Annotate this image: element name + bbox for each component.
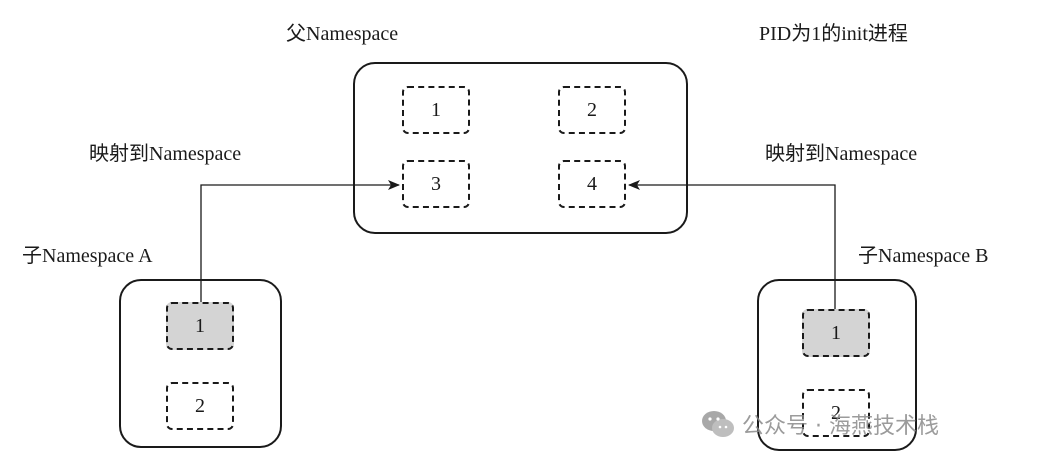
- mapping-label-right: 映射到Namespace: [765, 143, 918, 165]
- child-a-pid-1-init: 1: [166, 302, 234, 350]
- wechat-icon: [700, 409, 736, 439]
- arrow-child-b-to-parent-pid-4: [628, 180, 836, 309]
- parent-namespace-label: 父Namespace: [286, 23, 399, 45]
- child-a-pid-2: 2: [166, 382, 234, 430]
- init-process-note: PID为1的init进程: [759, 23, 908, 45]
- arrow-child-a-to-parent-pid-3: [200, 180, 400, 302]
- parent-pid-1: 1: [402, 86, 470, 134]
- child-b-pid-1-init: 1: [802, 309, 870, 357]
- watermark: 公众号 · 海燕技术栈: [700, 408, 939, 440]
- parent-pid-3: 3: [402, 160, 470, 208]
- child-namespace-b-label: 子Namespace B: [858, 245, 989, 267]
- watermark-text: 公众号 · 海燕技术栈: [742, 414, 939, 439]
- child-namespace-a-label: 子Namespace A: [22, 245, 153, 267]
- mapping-label-left: 映射到Namespace: [89, 143, 242, 165]
- parent-pid-4: 4: [558, 160, 626, 208]
- parent-pid-2: 2: [558, 86, 626, 134]
- child-b-pid-2: 2: [802, 389, 870, 437]
